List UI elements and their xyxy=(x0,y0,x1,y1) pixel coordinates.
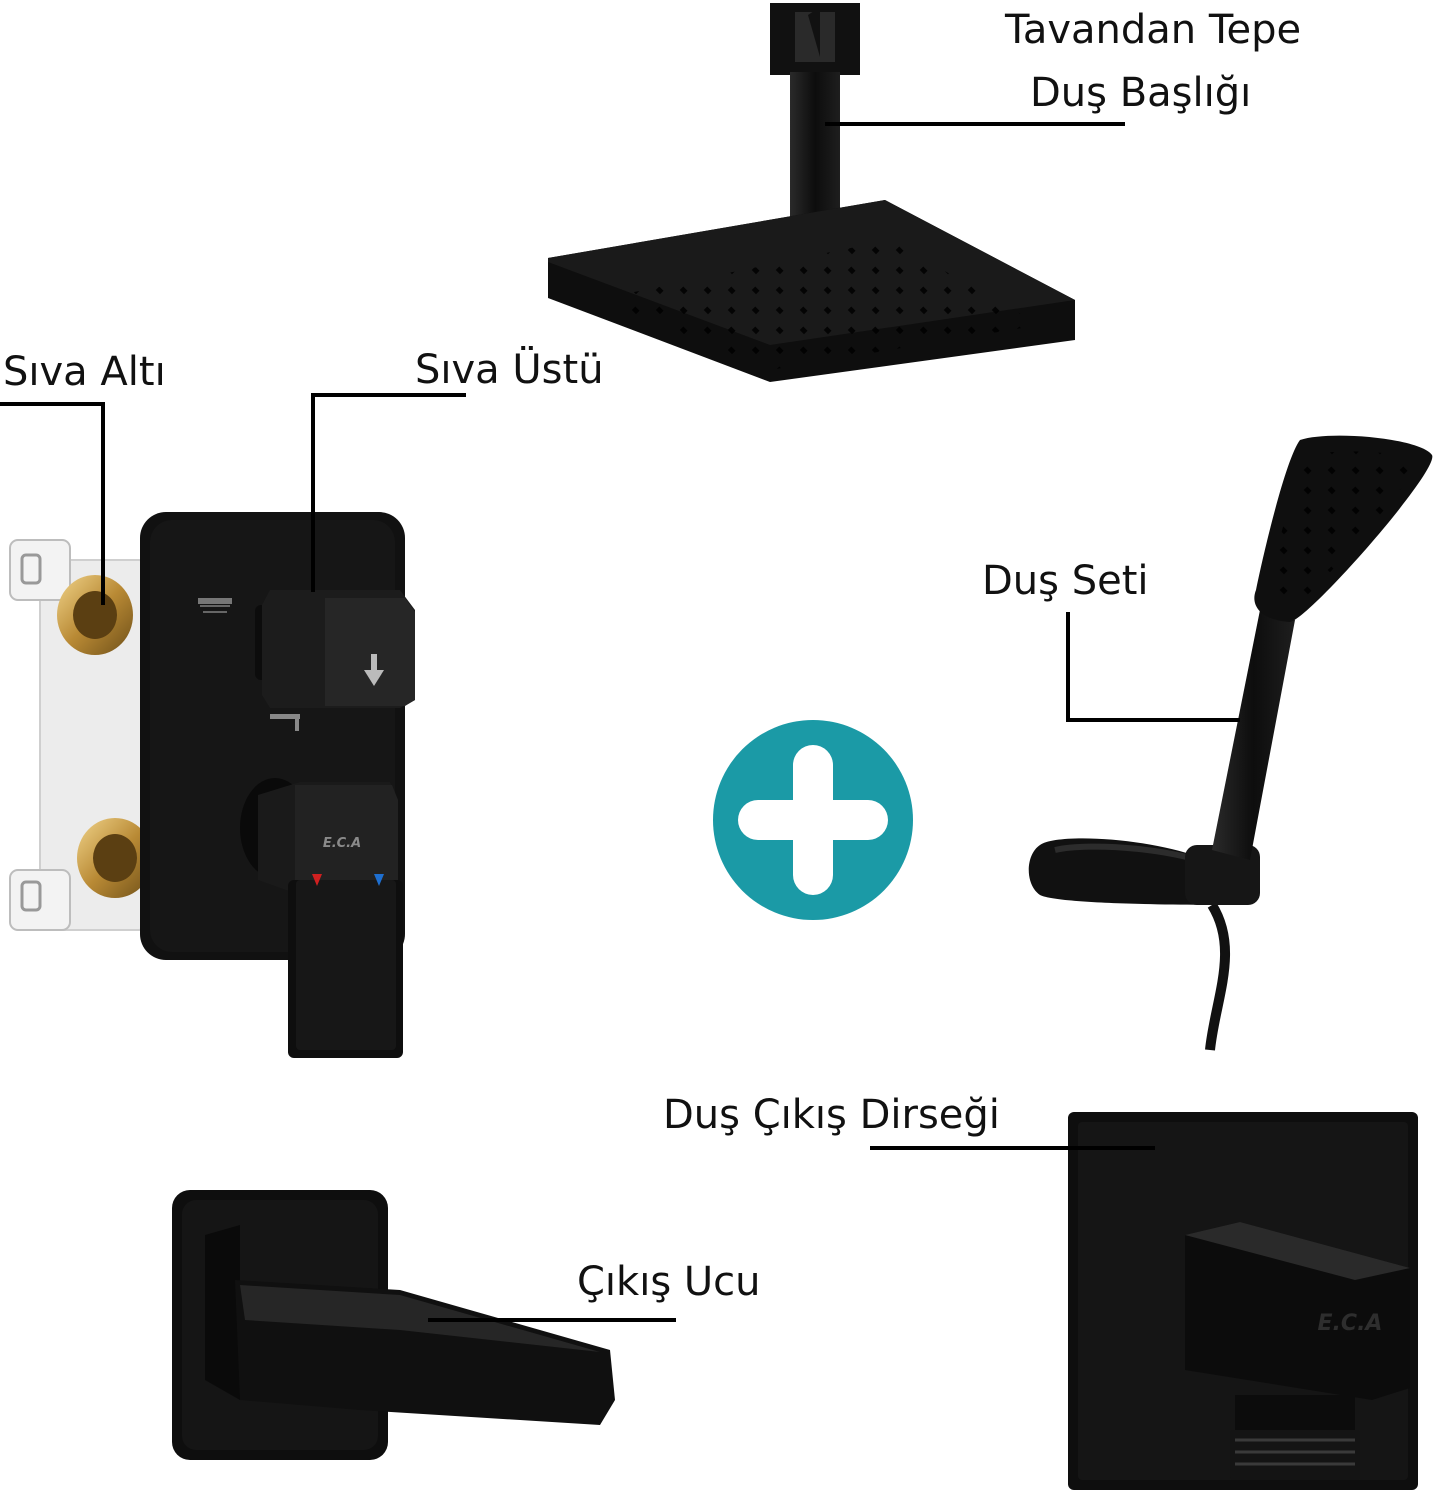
cold-indicator xyxy=(374,874,384,886)
elbow-brand-logo: E.C.A xyxy=(1318,1311,1383,1336)
shower-hose xyxy=(1205,902,1230,1051)
leader-lines xyxy=(0,122,1240,1322)
hand-shower-handle xyxy=(1212,610,1295,860)
label-spout: Çıkış Ucu xyxy=(577,1259,761,1305)
ceiling-rain-shower-head xyxy=(548,3,1075,382)
shower-outlet-elbow: E.C.A xyxy=(1068,1112,1418,1490)
mixer-brand-logo: E.C.A xyxy=(323,836,361,851)
hot-indicator xyxy=(312,874,322,886)
leader-line-trim-plate xyxy=(311,393,466,592)
mixer-lever xyxy=(240,778,403,1058)
label-trim-plate: Sıva Üstü xyxy=(415,347,604,393)
label-ceiling-head-line2: Duş Başlığı xyxy=(1030,70,1252,116)
diverter-knob xyxy=(255,590,415,708)
concealed-mixer-assembly: E.C.A xyxy=(9,512,415,1058)
shower-arm xyxy=(790,72,840,217)
label-concealed-body: Sıva Altı xyxy=(3,349,166,395)
hand-shower-set xyxy=(1028,435,1433,1051)
plus-circle-icon xyxy=(713,720,913,920)
elbow-thread xyxy=(1230,1430,1360,1480)
leader-line-concealed-body xyxy=(0,402,105,605)
bracket-holder xyxy=(1185,845,1260,905)
bath-spout xyxy=(172,1190,615,1460)
label-outlet-elbow: Duş Çıkış Dirseği xyxy=(663,1092,1000,1138)
label-ceiling-head-line1: Tavandan Tepe xyxy=(1005,7,1302,53)
leader-line-shower-set xyxy=(1066,612,1240,722)
arrow-down-icon xyxy=(364,654,384,686)
label-shower-set: Duş Seti xyxy=(982,558,1149,604)
shower-head-nozzles xyxy=(595,240,1040,370)
